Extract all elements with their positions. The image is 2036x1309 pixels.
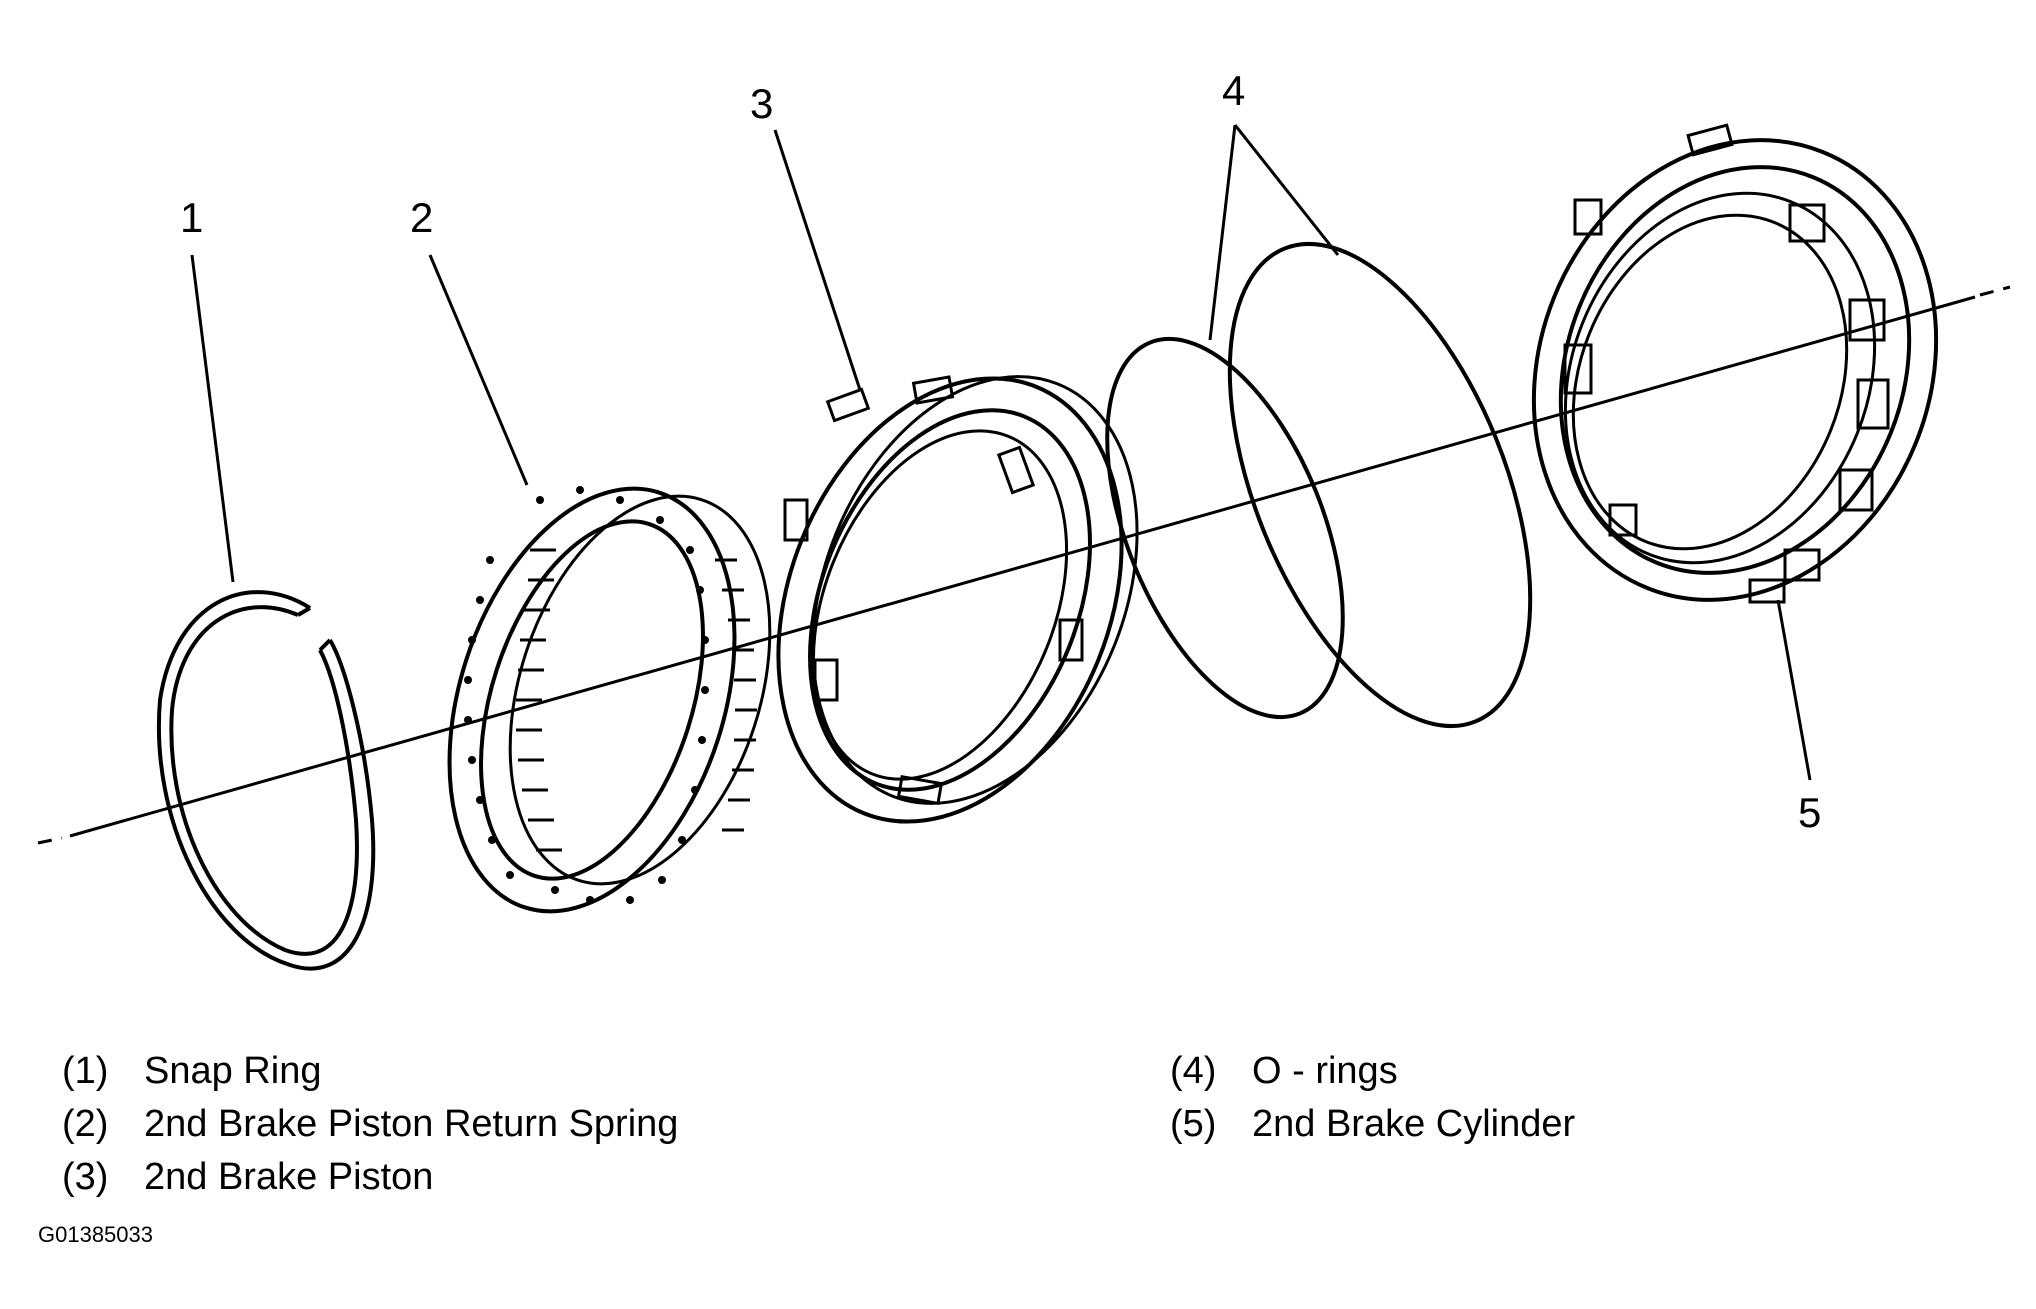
legend-number: (3) <box>62 1156 109 1198</box>
callout-2: 2 <box>410 194 434 241</box>
legend-item-1: (1) Snap Ring <box>62 1052 321 1090</box>
callout-4: 4 <box>1222 67 1246 114</box>
figure-id: G01385033 <box>38 1222 153 1247</box>
legend-number: (4) <box>1170 1050 1217 1092</box>
brake-piston <box>776 375 1139 824</box>
callout-1: 1 <box>180 194 204 241</box>
legend-item-3: (3) 2nd Brake Piston <box>62 1158 433 1196</box>
piston-return-spring <box>447 486 772 914</box>
legend-label: 2nd Brake Piston <box>144 1156 434 1198</box>
legend-label: Snap Ring <box>144 1050 322 1092</box>
legend-label: O - rings <box>1252 1050 1398 1092</box>
piston-tabs <box>783 375 1084 806</box>
center-axis <box>37 285 2011 845</box>
legend-item-4: (4) O - rings <box>1170 1052 1398 1090</box>
o-rings <box>1105 241 1533 729</box>
legend-item-2: (2) 2nd Brake Piston Return Spring <box>62 1105 678 1143</box>
legend-item-5: (5) 2nd Brake Cylinder <box>1170 1105 1575 1143</box>
legend-number: (5) <box>1170 1103 1217 1145</box>
callout-3: 3 <box>750 80 774 127</box>
callout-5: 5 <box>1798 789 1822 836</box>
spring-dots <box>464 486 709 904</box>
brake-cylinder <box>1531 123 1939 604</box>
legend-number: (1) <box>62 1050 109 1092</box>
legend-number: (2) <box>62 1103 109 1145</box>
legend-label: 2nd Brake Piston Return Spring <box>144 1103 679 1145</box>
spring-coils <box>516 548 757 852</box>
cylinder-tabs <box>1563 123 1890 604</box>
leader-lines <box>190 124 1812 781</box>
snap-ring <box>156 590 376 971</box>
legend-label: 2nd Brake Cylinder <box>1252 1103 1576 1145</box>
